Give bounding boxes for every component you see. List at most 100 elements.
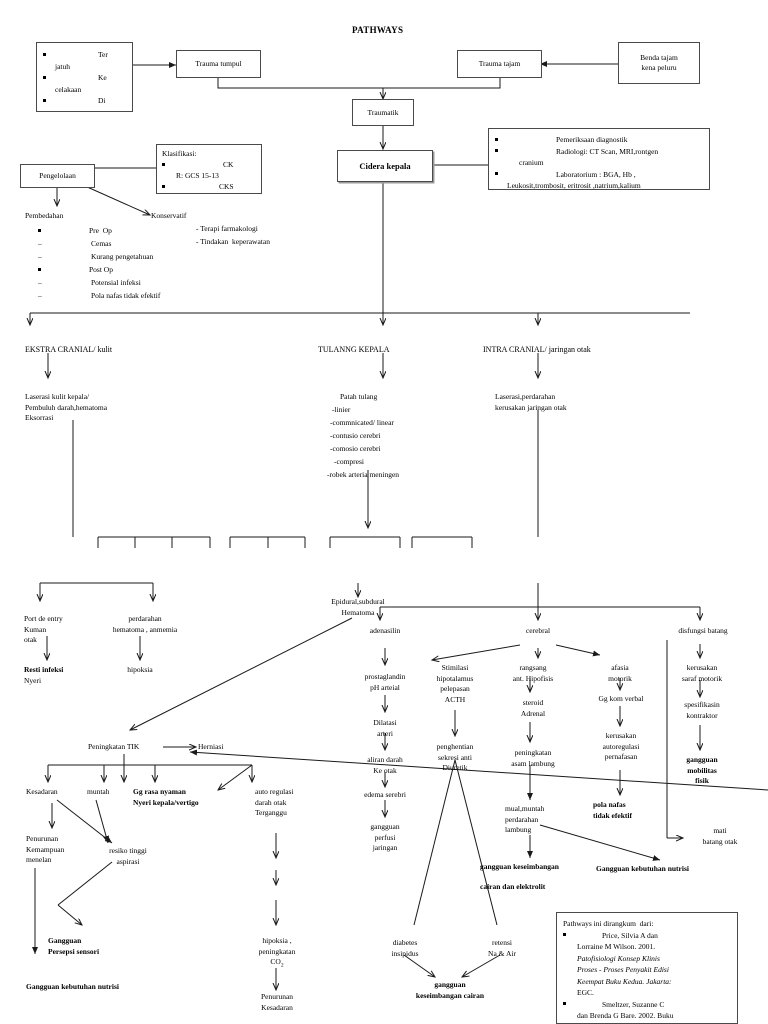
pembedahan-list: Pre Op –Cemas –Kurang pengetahuan Post O… (38, 226, 161, 300)
bullet-icon (563, 933, 566, 936)
resiko-aspirasi-node: resiko tinggi aspirasi (109, 846, 147, 866)
epidural-hematoma-node: Epidural,subdural Hematoma (331, 597, 385, 617)
reference-1-line-2: Lorraine M Wilson. 2001. (577, 942, 656, 951)
branch-intra-cranial: INTRA CRANIAL/ jaringan otak (483, 345, 591, 354)
penghentian-sekresi-node: penghentian sekresi anti Diuretik (436, 742, 474, 772)
gangguan-cairan-node: gangguan keseimbangan cairan (415, 980, 485, 1000)
bullet-icon (162, 184, 165, 188)
konservatif-item-0: - Terapi farmakologi (196, 224, 258, 233)
stimulasi-hipotalamus-node: Stimilasi hipotalamus pelepasan ACTH (436, 663, 474, 704)
cidera-kepala-label: Cidera kepala (359, 161, 411, 171)
steroid-adrenal-node: steroid Adrenal (520, 698, 546, 718)
pembedahan-item-0: Pre Op (89, 226, 112, 235)
kesadaran-node: Kesadaran (26, 787, 58, 796)
bullet-icon (38, 228, 41, 232)
bullet-icon (563, 1002, 566, 1005)
cause-item-1: jatuh (55, 61, 70, 71)
spesifikasi-kontraktor-node: spesifikasin kontraktor (684, 700, 720, 720)
cidera-kepala-box: Cidera kepala (337, 150, 433, 182)
peningkatan-tik-node: Peningkatan TIK (88, 742, 140, 751)
rangsang-hipofisis-node: rangsang ant. Hipofisis (512, 663, 554, 683)
klasifikasi-line-2: R: GCS 15-13 (176, 171, 219, 180)
reference-2-line-2: dan Brenda G Bare. 2002. Buku (577, 1011, 674, 1020)
references-heading: Pathways ini dirangkum dari: (563, 919, 654, 928)
benda-tajam-label: Benda tajam kena peluru (640, 53, 678, 72)
aliran-darah-node: aliran darah Ke otak (367, 755, 403, 775)
kerusakan-saraf-node: kerusakan saraf motorik (681, 663, 723, 683)
gg-kom-verbal-node: Gg kom verbal (598, 694, 644, 703)
gangguan-mobilitas-node: gangguan mobilitas fisik (686, 755, 718, 785)
muntah-node: muntah (87, 787, 110, 796)
gangguan-persepsi-node: Gangguan Persepsi sensori (48, 936, 100, 956)
intra-cranial-detail: Laserasi,perdarahan kerusakan jaringan o… (495, 392, 567, 412)
page-title: PATHWAYS (352, 25, 404, 35)
trauma-tumpul-label: Trauma tumpul (195, 59, 242, 68)
pembedahan-item-3: Post Op (89, 265, 113, 274)
cause-item-3: celakaan (55, 84, 82, 94)
co2-subscript: 2 (280, 962, 284, 969)
gangguan-elektrolit-node: gangguan keseimbangan (480, 862, 559, 871)
kerusakan-autoregulasi-node: kerusakan autoregulasi pernafasan (602, 731, 640, 761)
reference-1-line-3: Patofisiologi Konsep Klinis (577, 953, 660, 963)
pemeriksaan-line-1: Pemeriksaan diagnostik (556, 135, 628, 144)
cause-item-0: Ter (98, 50, 108, 59)
trauma-tajam-box: Trauma tajam (457, 50, 542, 78)
edema-serebri-node: edema serebri (364, 790, 406, 799)
konservatif-item-1: - Tindakan keperawatan (196, 237, 270, 246)
gangguan-nutrisi-right-node: Gangguan kebutuhan nutrisi (596, 864, 689, 873)
dilatasi-arteri-node: Dilatasi arteri (373, 718, 397, 738)
trauma-tajam-label: Trauma tajam (478, 59, 521, 68)
bullet-icon (43, 98, 46, 102)
pemeriksaan-line-4: Laboratorium : BGA, Hb , (556, 169, 636, 179)
reference-1-line-4: Proses - Proses Penyakit Edisi (577, 965, 669, 974)
patah-tulang-item-2: -contusio cerebri (330, 431, 381, 440)
cause-item-2: Ke (98, 73, 107, 82)
trauma-tumpul-box: Trauma tumpul (176, 50, 261, 78)
bullet-icon (495, 172, 498, 175)
pemeriksaan-line-3: cranium (519, 158, 544, 167)
klasifikasi-line-1: CK (223, 160, 234, 169)
cerebral-node: cerebral (525, 626, 551, 635)
bullet-icon (495, 137, 498, 141)
pembedahan-title: Pembedahan (25, 211, 64, 220)
klasifikasi-line-4: GCS 12-9 (178, 193, 208, 194)
patah-tulang-title: Patah tulang (340, 392, 378, 401)
bullet-icon (162, 162, 165, 166)
reference-1-line-6: EGC. (577, 988, 594, 997)
pengelolaan-box: Pengelolaan (20, 164, 95, 188)
klasifikasi-line-3: CKS (219, 182, 234, 191)
pemeriksaan-line-2: Radiologi: CT Scan, MRI,rontgen (556, 146, 659, 156)
prostaglandin-node: prostaglandin pH arteial (364, 672, 406, 692)
pengelolaan-label: Pengelolaan (39, 171, 76, 180)
branch-ekstra-cranial: EKSTRA CRANIAL/ kulit (25, 345, 113, 354)
bullet-icon (38, 267, 41, 271)
bullet-icon (43, 52, 46, 56)
patah-tulang-item-3: -comosio cerebri (330, 444, 381, 453)
penurunan-menelan-node: Penurunan Kemampuan menelan (26, 834, 65, 864)
causes-box: Ter jatuh Ke celakaan Di (36, 42, 133, 112)
benda-tajam-box: Benda tajam kena peluru (618, 42, 700, 84)
pembedahan-item-4: Potensial infeksi (91, 278, 141, 287)
patah-tulang-item-1: -commnicated/ linear (330, 418, 394, 427)
gg-rasa-nyaman-node: Gg rasa nyaman Nyeri kepala/vertigo (133, 787, 199, 807)
bullet-icon (495, 149, 498, 152)
adenasilin-node: adenasilin (369, 626, 401, 635)
pembedahan-item-5: Pola nafas tidak efektif (91, 291, 161, 300)
herniasi-node: Herniasi (198, 742, 224, 751)
gangguan-nutrisi-left-node: Gangguan kebutuhan nutrisi (26, 982, 119, 991)
klasifikasi-box: Klasifikasi: CK R: GCS 15-13 CKS GCS 12-… (156, 144, 262, 194)
klasifikasi-heading: Klasifikasi: (162, 149, 197, 158)
pembedahan-item-1: Cemas (91, 239, 112, 248)
retensi-na-air-node: retensi Na & Air (488, 938, 516, 958)
ekstra-cranial-detail: Laserasi kulit kepala/ Pembuluh darah,he… (25, 392, 108, 422)
mati-batang-otak-node: mati batang otak (702, 826, 738, 846)
afasia-motorik-node: afasia motorik (608, 663, 632, 683)
patah-tulang-item-4: -compresi (334, 457, 364, 466)
port-de-entry-node: Port de entry Kuman otak (24, 614, 63, 644)
pembedahan-item-2: Kurang pengetahuan (91, 252, 154, 261)
patah-tulang-item-0: -linier (332, 405, 351, 414)
hipoksia-co2-node: hipoksia , peningkatan CO2 (245, 936, 309, 971)
resti-infeksi-node: Resti infeksi (24, 665, 64, 674)
patah-tulang-item-5: -robek arteria meningen (327, 470, 400, 479)
